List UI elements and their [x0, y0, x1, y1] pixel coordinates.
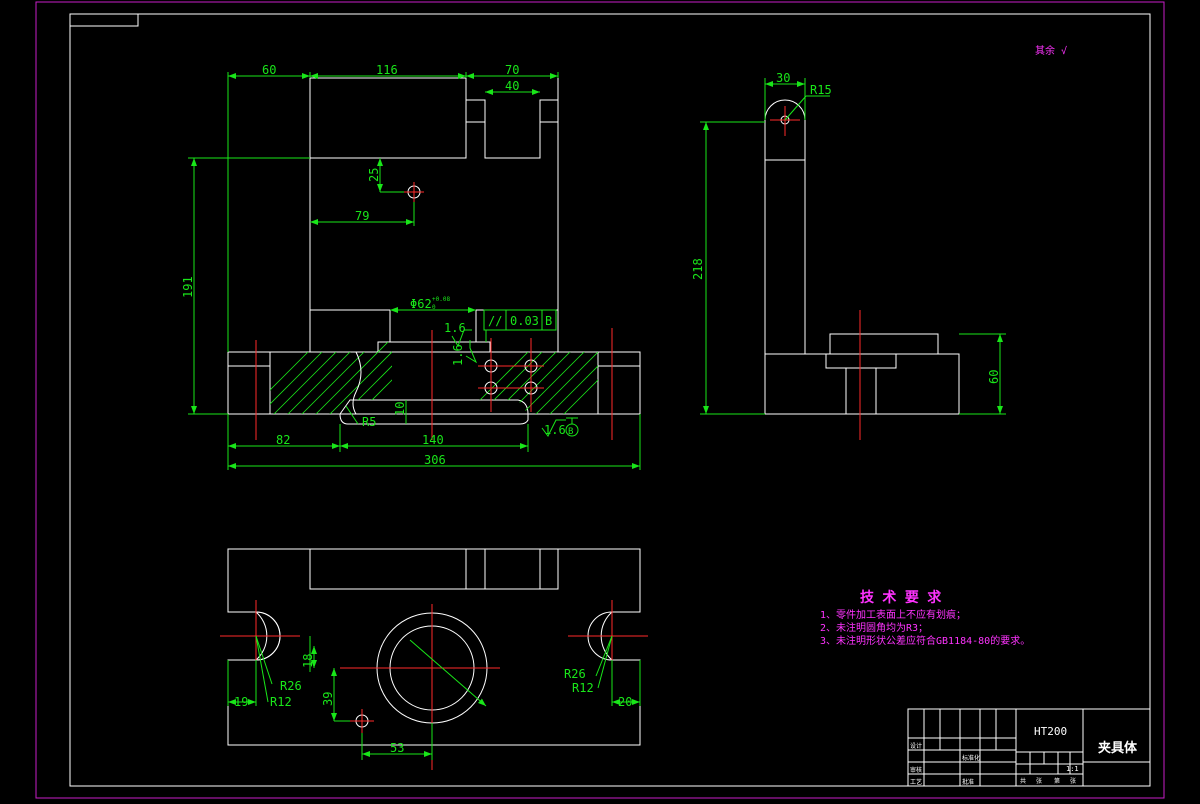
- label-standard: 标准化: [962, 754, 980, 762]
- dim-30: 30: [776, 71, 790, 85]
- break-line: [352, 351, 362, 415]
- technical-requirements: 技 术 要 求 1、零件加工表面上不应有划痕； 2、未注明圆角均为R3； 3、未…: [820, 589, 1030, 647]
- title-block: HT200 夹具体 1:1 设计 审核 工艺 标准化 批准 共 张 第 张: [907, 708, 1151, 787]
- upright-outline: [309, 77, 467, 352]
- top-view: 18 39 53 R26 R12 19 R26 R12 20: [220, 548, 648, 770]
- dim-10: 10: [393, 402, 407, 416]
- label-process: 工艺: [910, 778, 922, 786]
- label-sheet: 张: [1036, 777, 1042, 785]
- dim-r15: R15: [810, 83, 832, 97]
- label-sheet-no-suffix: 张: [1070, 777, 1076, 785]
- dim-r12-right: R12: [572, 681, 594, 695]
- tech-req-item: 1、零件加工表面上不应有划痕；: [820, 608, 966, 621]
- label-sheet-total: 共: [1020, 777, 1026, 785]
- inner-frame: [69, 13, 1151, 787]
- tech-req-item: 3、未注明形状公差应符合GB1184-80的要求。: [820, 634, 1030, 647]
- dim-60: 60: [262, 63, 276, 77]
- dim-82: 82: [276, 433, 290, 447]
- label-approve: 批准: [962, 778, 974, 786]
- roughness-1-6-a: 1.6: [444, 321, 466, 335]
- dim-39: 39: [321, 692, 335, 706]
- dim-140: 140: [422, 433, 444, 447]
- phi62-upper-tolerance: +0.08: [432, 296, 450, 303]
- outer-border: [35, 1, 1165, 799]
- surface-roughness-note: 其余 √: [1035, 44, 1067, 57]
- material-label: HT200: [1034, 725, 1067, 738]
- dim-r26-right: R26: [564, 667, 586, 681]
- base-outline: [227, 351, 641, 415]
- front-centerlines: [255, 182, 613, 440]
- dim-r12-left: R12: [270, 695, 292, 709]
- dim-r5: R5: [362, 415, 376, 429]
- geometric-tolerance-frame: // 0.03 B: [483, 309, 557, 331]
- parallelism-symbol: //: [488, 314, 502, 328]
- roughness-1-6-c: 1.6: [544, 423, 566, 437]
- dim-306: 306: [424, 453, 446, 467]
- dim-18: 18: [301, 654, 315, 668]
- tech-req-title: 技 术 要 求: [860, 589, 942, 606]
- roughness-1-6-b: 1.6: [451, 344, 465, 366]
- tolerance-value: 0.03: [510, 314, 539, 328]
- jaw-slot: [466, 99, 558, 159]
- dim-53: 53: [390, 741, 404, 755]
- dim-218: 218: [691, 258, 705, 280]
- dim-60-side: 60: [987, 370, 1001, 384]
- label-design: 设计: [910, 742, 922, 750]
- label-check: 审核: [910, 766, 922, 774]
- part-name: 夹具体: [1098, 740, 1138, 756]
- scale-value: 1:1: [1066, 765, 1079, 773]
- dim-40: 40: [505, 79, 519, 93]
- dim-r26-left: R26: [280, 679, 302, 693]
- side-base: [764, 353, 960, 415]
- side-upright: [764, 99, 806, 354]
- dim-20: 20: [618, 695, 632, 709]
- front-view: // 0.03 B B 60 116 70 40 25 79 191 Φ62 +…: [181, 63, 641, 470]
- front-dimension-lines: [188, 72, 641, 470]
- side-view: 30 R15 218 60: [691, 71, 1006, 440]
- datum-label: B: [568, 427, 573, 437]
- base-relief: [339, 399, 529, 425]
- dim-25: 25: [367, 168, 381, 182]
- tech-req-item: 2、未注明圆角均为R3；: [820, 621, 928, 634]
- phi62-lower-tolerance: 0: [432, 304, 436, 311]
- top-slot: [309, 548, 559, 590]
- dim-191: 191: [181, 276, 195, 298]
- dim-19: 19: [234, 695, 248, 709]
- tolerance-datum: B: [545, 314, 552, 328]
- datum-marker: B: [565, 417, 579, 437]
- dim-70: 70: [505, 63, 519, 77]
- dim-79: 79: [355, 209, 369, 223]
- corner-code-box: [69, 13, 139, 27]
- label-sheet-no: 第: [1054, 777, 1060, 785]
- top-outline: [227, 548, 641, 746]
- dim-phi62: Φ62: [410, 297, 432, 311]
- dim-116: 116: [376, 63, 398, 77]
